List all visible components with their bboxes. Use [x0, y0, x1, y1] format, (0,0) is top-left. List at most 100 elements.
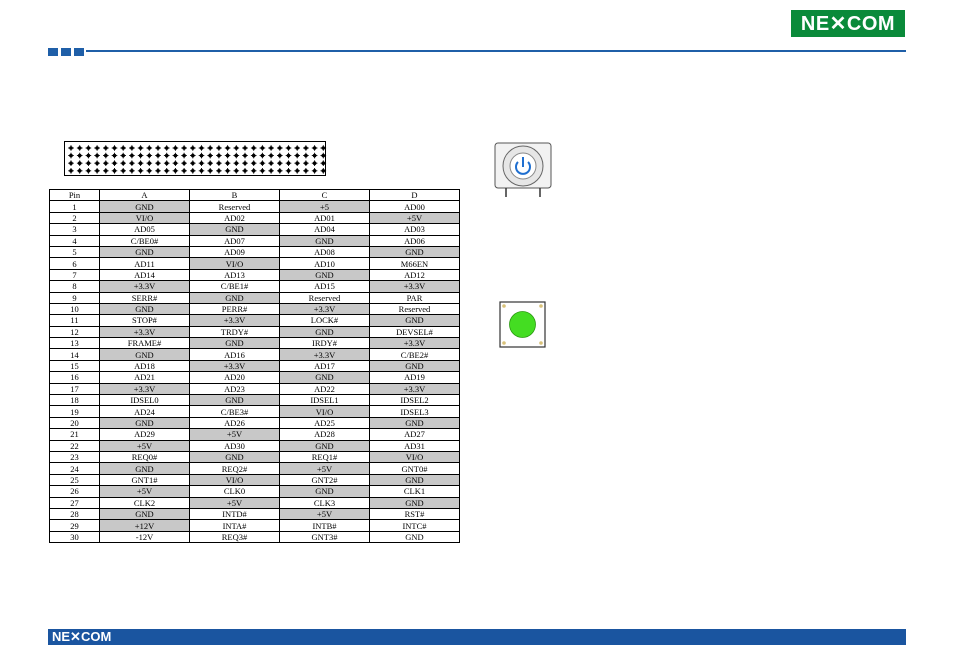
pin-number-cell: 25	[49, 473, 100, 487]
pin-number-cell: 11	[49, 314, 100, 327]
connector-pin	[303, 168, 309, 174]
connector-pin	[76, 145, 83, 151]
connector-pin	[172, 152, 179, 159]
connector-pin	[259, 168, 266, 174]
connector-pin	[129, 152, 135, 159]
connector-pin	[163, 160, 170, 166]
column-header: Pin	[49, 188, 100, 202]
signal-cell: AD17	[279, 359, 370, 373]
pin-number-cell: 17	[49, 382, 100, 396]
signal-cell: +3.3V	[279, 348, 370, 361]
signal-cell: GNT3#	[279, 530, 370, 544]
signal-cell: REQ1#	[279, 450, 370, 464]
connector-pin	[277, 160, 283, 166]
connector-pin	[242, 168, 248, 174]
connector-pin	[111, 168, 118, 174]
column-header: B	[189, 188, 280, 202]
connector-pin	[268, 168, 274, 174]
connector-pin	[94, 152, 100, 159]
column-header: C	[279, 188, 370, 202]
connector-pin	[172, 168, 179, 174]
signal-cell: AD13	[189, 268, 280, 282]
signal-cell: CLK2	[99, 496, 190, 509]
pin-number-cell: 20	[49, 416, 100, 430]
connector-pin	[111, 160, 118, 166]
signal-cell: +12V	[99, 519, 190, 532]
connector-pin	[303, 152, 309, 159]
connector-pin	[250, 160, 257, 166]
signal-cell: GND	[369, 245, 460, 259]
signal-cell: GND	[369, 496, 460, 509]
connector-pin	[198, 168, 205, 174]
connector-pin	[233, 145, 240, 151]
signal-cell: AD18	[99, 359, 190, 373]
pin-number-cell: 8	[49, 280, 100, 293]
connector-pin	[68, 152, 74, 159]
signal-cell: -12V	[99, 530, 190, 544]
pin-number-cell: 21	[49, 428, 100, 441]
signal-cell: +3.3V	[369, 382, 460, 396]
connector-pin	[103, 160, 109, 166]
led-indicator-drawing	[499, 301, 546, 348]
signal-cell: AD01	[279, 211, 370, 225]
connector-pin	[129, 145, 135, 151]
connector-pin	[120, 145, 126, 151]
header-squares	[48, 48, 84, 56]
signal-cell: FRAME#	[99, 337, 190, 350]
signal-cell: AD21	[99, 371, 190, 384]
signal-cell: +3.3V	[99, 280, 190, 293]
connector-pin	[268, 145, 274, 151]
connector-pin	[94, 168, 100, 174]
signal-cell: STOP#	[99, 314, 190, 327]
signal-cell: AD29	[99, 428, 190, 441]
signal-cell: +5V	[279, 462, 370, 475]
signal-cell: GND	[189, 291, 280, 304]
signal-cell: GND	[99, 200, 190, 213]
pin-number-cell: 18	[49, 394, 100, 407]
signal-cell: C/BE2#	[369, 348, 460, 361]
pin-number-cell: 30	[49, 530, 100, 544]
signal-cell: C/BE1#	[189, 280, 280, 293]
connector-pin	[76, 168, 83, 174]
signal-cell: AD27	[369, 428, 460, 441]
signal-cell: AD14	[99, 268, 190, 282]
signal-cell: GND	[369, 359, 460, 373]
signal-cell: GND	[99, 245, 190, 259]
signal-cell: DEVSEL#	[369, 325, 460, 339]
connector-pin	[68, 160, 74, 166]
signal-cell: +3.3V	[279, 302, 370, 316]
connector-pin	[207, 160, 213, 166]
connector-pin	[146, 145, 153, 151]
signal-cell: IDSEL1	[279, 394, 370, 407]
connector-pin	[320, 145, 327, 151]
signal-cell: IRDY#	[279, 337, 370, 350]
connector-pin	[285, 168, 292, 174]
connector-pin	[216, 168, 222, 174]
connector-pin	[294, 160, 300, 166]
connector-pin	[311, 152, 318, 159]
column-header: D	[369, 188, 460, 202]
connector-pin	[85, 168, 92, 174]
signal-cell: +3.3V	[99, 382, 190, 396]
signal-cell: CLK1	[369, 485, 460, 498]
connector-pin	[181, 160, 187, 166]
signal-cell: IDSEL0	[99, 394, 190, 407]
connector-pin	[250, 145, 257, 151]
signal-cell: AD05	[99, 223, 190, 236]
connector-pin	[76, 152, 83, 159]
signal-cell: AD08	[279, 245, 370, 259]
connector-pin	[137, 145, 144, 151]
signal-cell: GND	[279, 439, 370, 453]
signal-cell: AD16	[189, 348, 280, 361]
